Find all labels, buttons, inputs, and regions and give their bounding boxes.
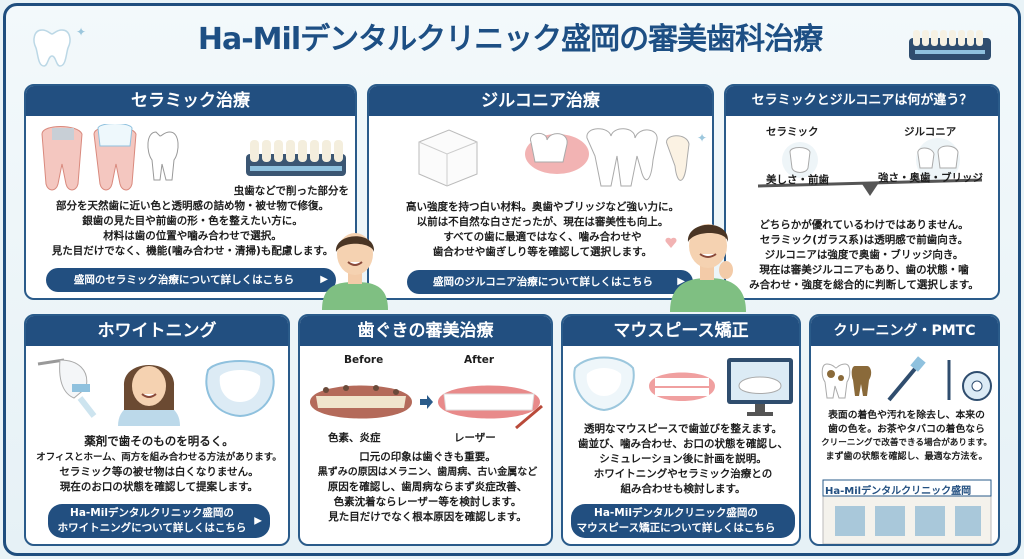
whitening-desc-1: 薬剤で歯そのものを明るく。 bbox=[84, 434, 234, 448]
compare-card: セラミックとジルコニアは何が違う？ セラミック ジルコニア 美しさ・前歯 強さ・… bbox=[724, 84, 1000, 300]
whitening-heading: ホワイトニング bbox=[26, 316, 288, 346]
mouthpiece-desc-1: 透明なマウスピースで歯並びを整えます。 bbox=[584, 423, 782, 435]
zirconia-block-icon bbox=[418, 129, 478, 187]
cleaning-desc-2: 歯の色を。お茶やタバコの着色なら bbox=[828, 424, 985, 435]
monitor-icon bbox=[727, 358, 793, 416]
compare-desc-4: 現在は審美ジルコニアもあり、歯の状態・噛 bbox=[759, 264, 969, 276]
compare-ceramic-caption: 美しさ・前歯 bbox=[766, 174, 829, 186]
mouthpiece-desc-4: ホワイトニングやセラミック治療との bbox=[593, 468, 773, 480]
gum-before-caption: 色素、炎症 bbox=[328, 432, 381, 444]
ceramic-desc-2: 部分を天然歯に近い色と透明感の詰め物・被せ物で修復。 bbox=[56, 200, 329, 212]
shade-guide-icon bbox=[909, 30, 991, 60]
ceramic-card: セラミック治療 虫歯などで削った部分を 部分を天然歯に近い色と透明感の詰め物・被… bbox=[24, 84, 357, 300]
gum-desc-2: 黒ずみの原因はメラニン、歯周病、古い金属など bbox=[317, 467, 538, 478]
ceramic-desc-3: 銀歯の見た目や前歯の形・色を整えたい方に。 bbox=[82, 215, 303, 227]
zirconia-desc-4: 歯合わせや歯ぎしり等を確認して選択します。 bbox=[432, 246, 653, 258]
ceramic-link-button[interactable]: 盛岡のセラミック治療について詳しくはこちら ▶ bbox=[46, 268, 336, 292]
arrow-right-icon bbox=[420, 395, 433, 409]
compare-desc-5: み合わせ・強度を総合的に判断して選択します。 bbox=[749, 279, 979, 291]
gum-card: 歯ぐきの審美治療 Before After 色素、炎症 レーザー 口元の印象は歯… bbox=[298, 314, 553, 546]
page-title: Ha-Milデンタルクリニック盛岡の審美歯科治療 bbox=[197, 22, 823, 57]
zirconia-desc-2: 以前は不自然な白さだったが、現在は審美性も向上。 bbox=[416, 216, 669, 228]
zirconia-link-label: 盛岡のジルコニア治療について詳しくはこちら bbox=[433, 276, 653, 288]
whitening-desc-3: セラミック等の被せ物は白くなりません。 bbox=[59, 466, 259, 478]
whitening-lamp-icon bbox=[37, 358, 97, 418]
mouthpiece-link-line-1: Ha-Milデンタルクリニック盛岡の bbox=[594, 507, 758, 519]
mouthpiece-card: マウスピース矯正 透明なマウスピースで歯並びを整えます。 歯並び、噛み合わせ、お… bbox=[561, 314, 801, 546]
cleaning-desc-1: 表面の着色や汚れを除去し、本来の bbox=[828, 410, 985, 421]
arrow-right-icon: ▶ bbox=[320, 274, 328, 285]
mouthpiece-heading: マウスピース矯正 bbox=[563, 316, 799, 346]
mouthpiece-link-button[interactable]: Ha-Milデンタルクリニック盛岡の マウスピース矯正について詳しくはこちら bbox=[571, 504, 795, 538]
mouthpiece-desc-3: シミュレーション後に計画を説明。 bbox=[599, 453, 767, 465]
gum-desc-3: 原因を確認し、歯周病ならまず炎症改善、 bbox=[327, 481, 528, 493]
compare-desc-1: どちらかが優れているわけではありません。 bbox=[759, 219, 969, 231]
clinic-building-icon bbox=[822, 479, 992, 544]
mouthpiece-link-line-2: マウスピース矯正について詳しくはこちら bbox=[576, 522, 776, 534]
gum-before-label: Before bbox=[344, 354, 384, 366]
heart-icon bbox=[665, 237, 677, 248]
compare-ceramic-label: セラミック bbox=[766, 126, 819, 138]
svg-text:✦: ✦ bbox=[697, 131, 707, 145]
clear-aligner-icon bbox=[573, 356, 635, 412]
compare-zirconia-label: ジルコニア bbox=[904, 126, 957, 138]
toothbrush-icon bbox=[887, 356, 926, 402]
gum-desc-4: 色素沈着ならレーザー等を検討します。 bbox=[333, 496, 522, 508]
male-patient-illustration bbox=[322, 233, 388, 310]
ceramic-desc-1: 虫歯などで削った部分を bbox=[233, 185, 349, 197]
cleaning-card: クリーニング・PMTC 表面の着色や汚れを除去し、本来の 歯の色を。お茶やタバコ… bbox=[809, 314, 1000, 546]
arrow-right-icon: ▶ bbox=[254, 515, 262, 527]
mouthpiece-desc-2: 歯並び、噛み合わせ、お口の状態を確認し、 bbox=[578, 438, 788, 450]
whitening-link-button[interactable]: Ha-Milデンタルクリニック盛岡の ホワイトニングについて詳しくはこちら ▶ bbox=[48, 504, 270, 538]
smiling-woman-illustration bbox=[118, 365, 180, 426]
compare-zirconia-caption: 強さ・奥歯・ブリッジ bbox=[878, 172, 983, 184]
svg-text:✦: ✦ bbox=[76, 25, 86, 39]
gum-after-icon bbox=[438, 385, 543, 430]
clinic-sign: Ha-Milデンタルクリニック盛岡 bbox=[825, 486, 972, 497]
cleaning-desc-3: クリーニングで改善できる場合があります。 bbox=[821, 438, 992, 448]
tooth-mascot-icon: ✦ bbox=[33, 25, 86, 67]
ceramic-link-label: 盛岡のセラミック治療について詳しくはこちら bbox=[73, 274, 295, 286]
ceramic-heading: セラミック治療 bbox=[26, 86, 355, 116]
floss-icon bbox=[947, 360, 992, 401]
gum-after-caption: レーザー bbox=[454, 432, 496, 444]
compare-desc-2: セラミック(ガラス系)は透明感で前歯向き。 bbox=[759, 234, 969, 246]
compare-heading: セラミックとジルコニアは何が違う？ bbox=[726, 86, 998, 116]
thinking-man-illustration bbox=[670, 224, 746, 312]
shade-guide-icon bbox=[246, 140, 346, 176]
balance-scale-icon bbox=[757, 138, 983, 196]
ceramic-desc-5: 見た目だけでなく、機能(噛み合わせ・清掃)も配慮します。 bbox=[51, 245, 334, 257]
whitening-card: ホワイトニング 薬剤で歯そのものを明るく。 オフィスとホーム、両方を組み合わせる… bbox=[24, 314, 290, 546]
mouthpiece-desc-5: 組み合わせも検討します。 bbox=[620, 483, 746, 495]
zirconia-desc-3: すべての歯に最適ではなく、噛み合わせや bbox=[443, 231, 642, 243]
compare-desc-3: ジルコニアは強度で奥歯・ブリッジ向き。 bbox=[764, 249, 964, 261]
gum-before-icon bbox=[310, 385, 412, 419]
whitening-desc-2: オフィスとホーム、両方を組み合わせる方法があります。 bbox=[36, 452, 282, 463]
teeth-model-icon bbox=[649, 372, 715, 401]
whitening-link-line-1: Ha-Milデンタルクリニック盛岡の bbox=[70, 507, 234, 519]
cleaning-desc-4: まず歯の状態を確認し、最適な方法を。 bbox=[825, 452, 988, 462]
zirconia-heading: ジルコニア治療 bbox=[369, 86, 712, 116]
zirconia-card: ジルコニア治療 ✦ 高い強度を持つ白い材料。奥歯やブリッジなど強い力に。 以前は… bbox=[367, 84, 714, 300]
zirconia-link-button[interactable]: 盛岡のジルコニア治療について詳しくはこちら ▶ bbox=[407, 270, 693, 294]
whitening-desc-4: 現在のお口の状態を確認して提案します。 bbox=[59, 481, 259, 493]
tooth-cross-section-icon bbox=[41, 124, 179, 191]
stained-tooth-icon bbox=[821, 363, 872, 399]
gum-after-label: After bbox=[464, 354, 495, 366]
gum-desc-5: 見た目だけでなく根本原因を確認します。 bbox=[328, 511, 527, 523]
cleaning-heading: クリーニング・PMTC bbox=[811, 316, 998, 346]
ceramic-desc-4: 材料は歯の位置や噛み合わせで選択。 bbox=[103, 230, 282, 242]
zirconia-desc-1: 高い強度を持つ白い材料。奥歯やブリッジなど強い力に。 bbox=[406, 201, 679, 213]
zirconia-bridge-icon: ✦ bbox=[525, 128, 707, 187]
mouth-tray-icon bbox=[205, 360, 275, 418]
arrow-right-icon: ▶ bbox=[677, 276, 685, 287]
gum-heading: 歯ぐきの審美治療 bbox=[300, 316, 551, 346]
gum-desc-1: 口元の印象は歯ぐきも重要。 bbox=[359, 451, 496, 463]
whitening-link-line-2: ホワイトニングについて詳しくはこちら bbox=[57, 522, 247, 534]
